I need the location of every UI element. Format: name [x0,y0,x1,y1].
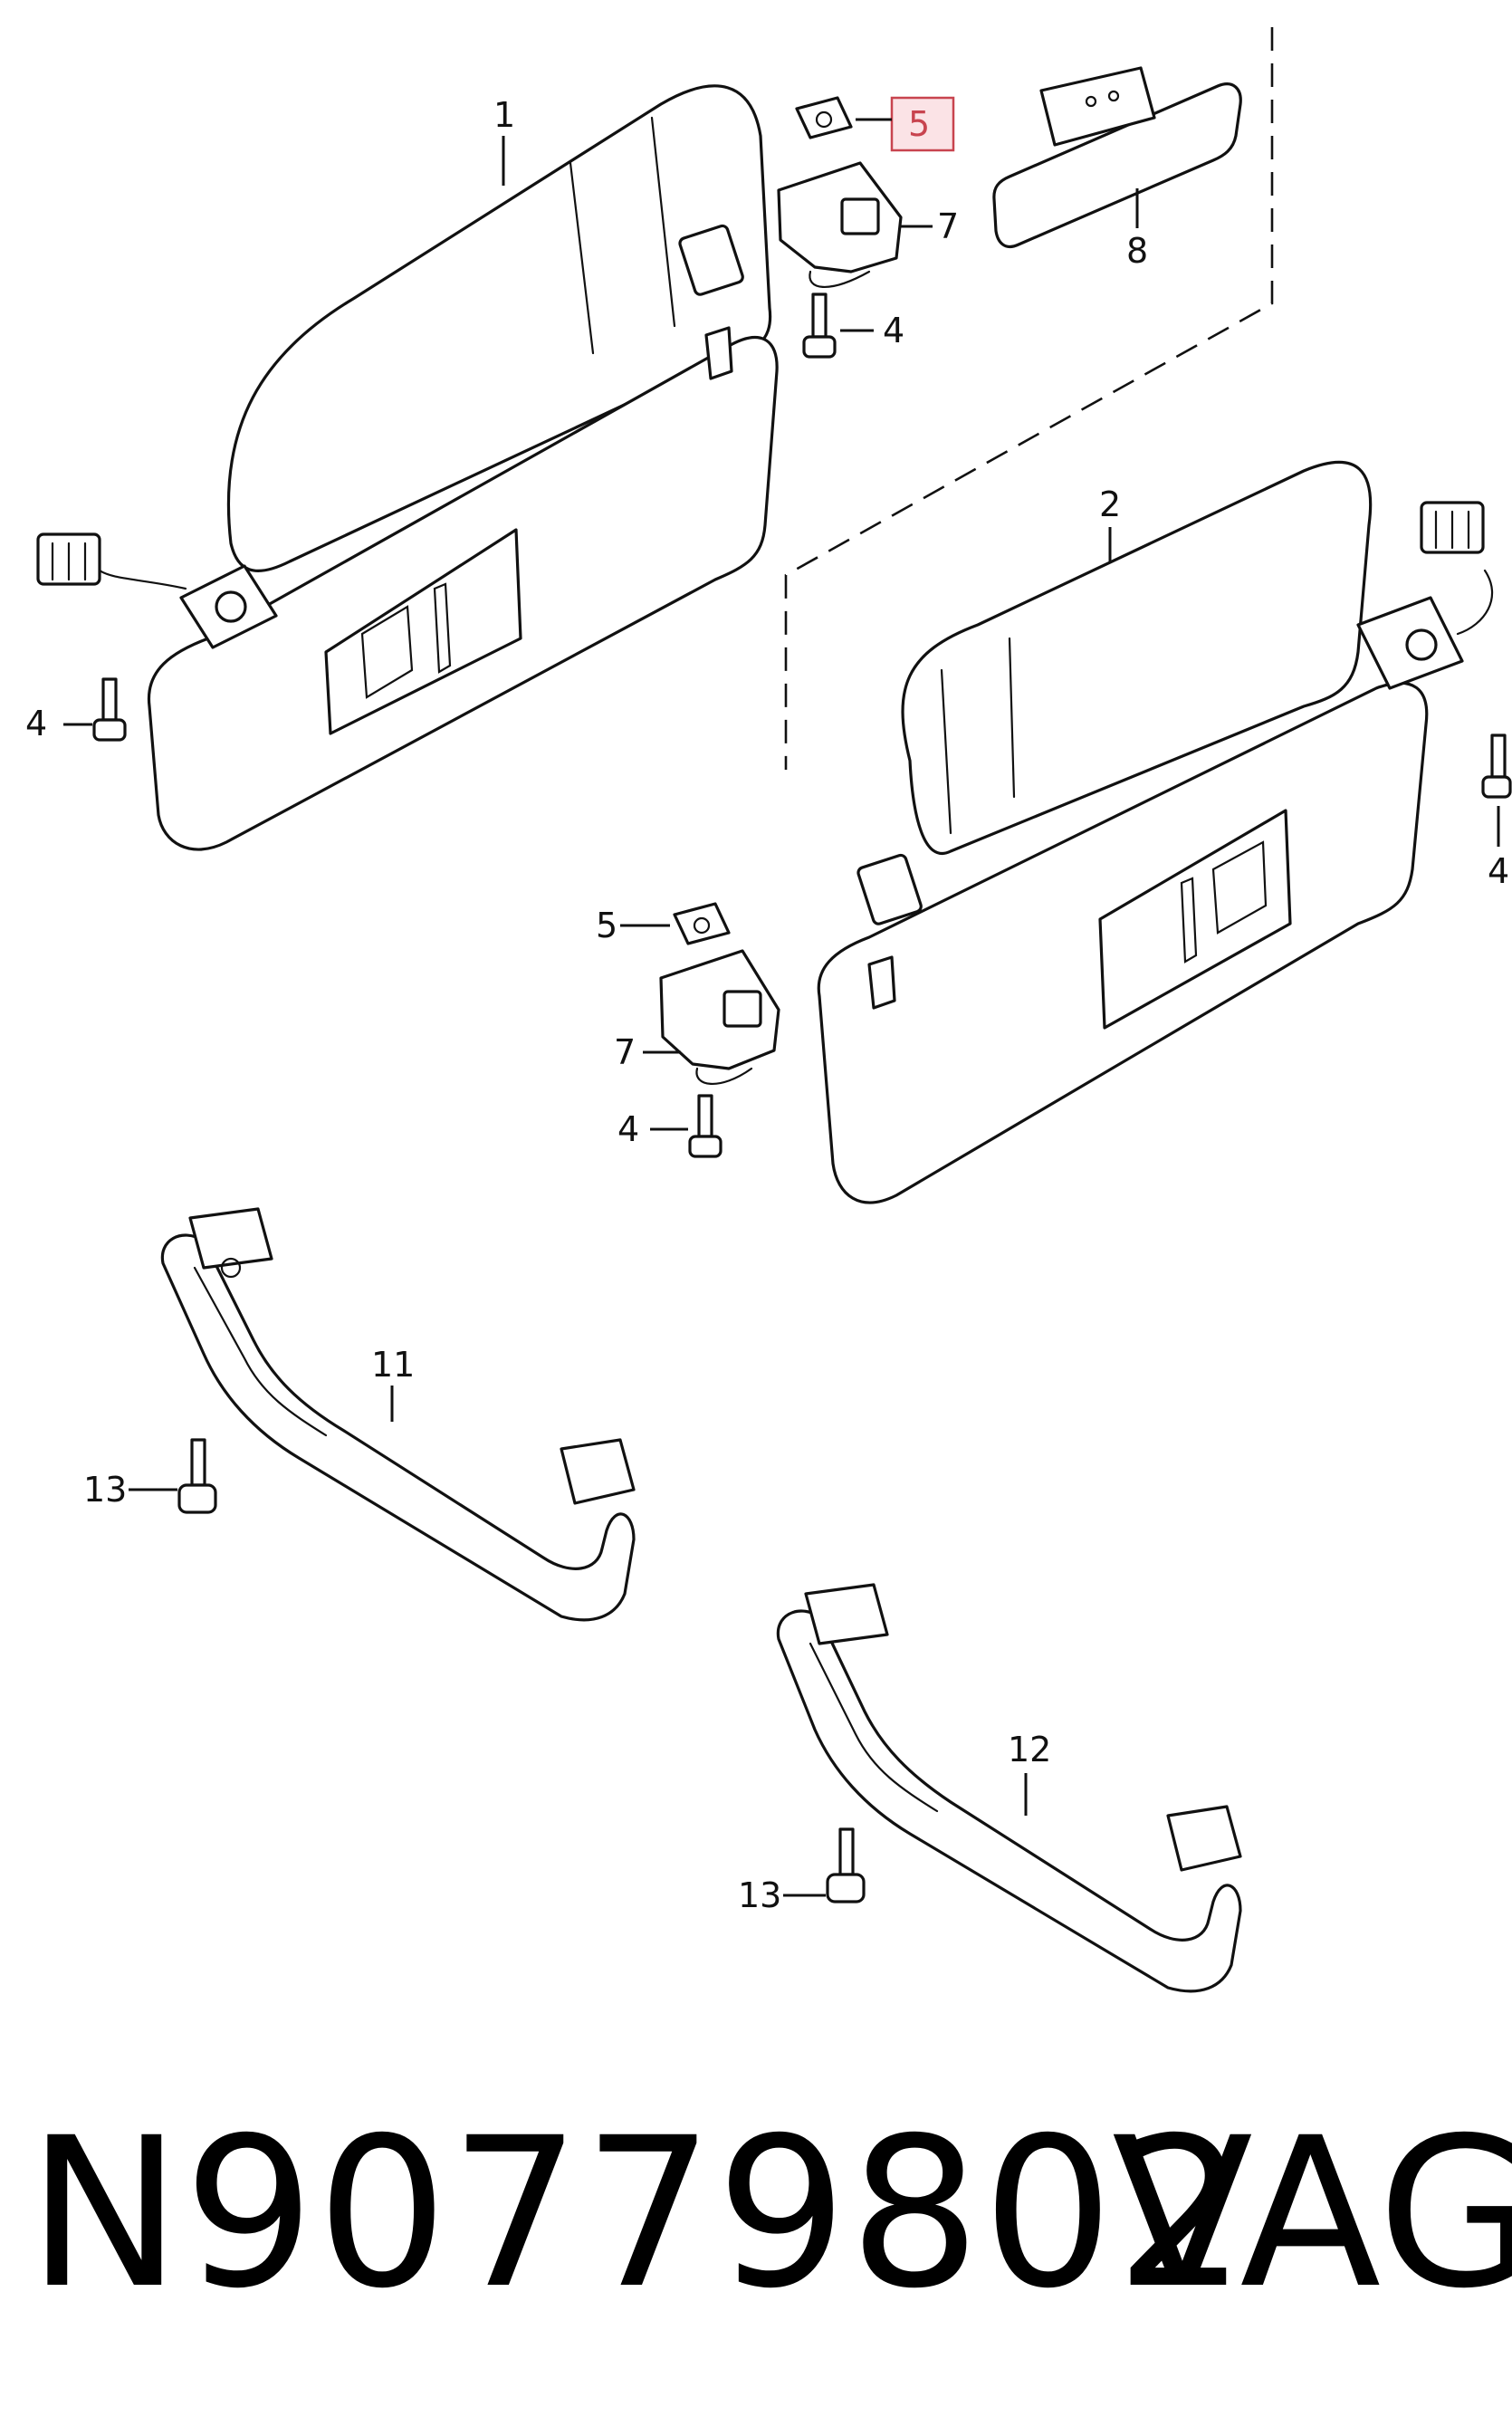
visor-clip-upper [777,96,903,288]
callout-2: 2 [1099,484,1121,524]
callout-4-upper: 4 [883,311,904,350]
bolt-left [177,1438,217,1514]
part-number: N90779802 [27,2093,1249,2334]
callout-7-lower: 7 [614,1032,636,1072]
callout-4-left: 4 [25,704,47,743]
callout-13-left: 13 [83,1470,127,1510]
brand-name: VAG [1112,2093,1512,2334]
callouts: 1 2 4 4 4 4 5 5 7 7 8 11 12 [25,95,1509,1915]
callout-5-lower: 5 [596,906,617,945]
screw-right [1481,734,1512,799]
sun-visor-left [147,84,779,851]
grab-handle-right [776,1583,1242,1993]
callout-8: 8 [1126,231,1148,271]
grab-handle-left [160,1207,636,1622]
callout-4-right: 4 [1488,851,1509,891]
assembly-dashed-outline [784,27,1274,770]
callout-13-right: 13 [738,1875,781,1915]
screw-lower-center [688,1094,723,1158]
visor-left-mount [36,532,278,649]
callout-4-lower: 4 [617,1109,639,1149]
callout-7-upper: 7 [937,206,959,246]
sun-visor-right [817,460,1429,1204]
visor-clip-lower [659,902,780,1085]
screw-upper-center [802,292,837,359]
highlight-box [890,96,955,152]
rear-view-mirror [992,66,1242,249]
bolt-right [826,1827,866,1903]
callout-1: 1 [493,95,515,135]
callout-5-highlighted: 5 [908,104,930,144]
callout-12: 12 [1008,1730,1051,1769]
screw-left [92,677,127,742]
visor-right-mount [1356,501,1494,690]
callout-11: 11 [371,1345,415,1385]
